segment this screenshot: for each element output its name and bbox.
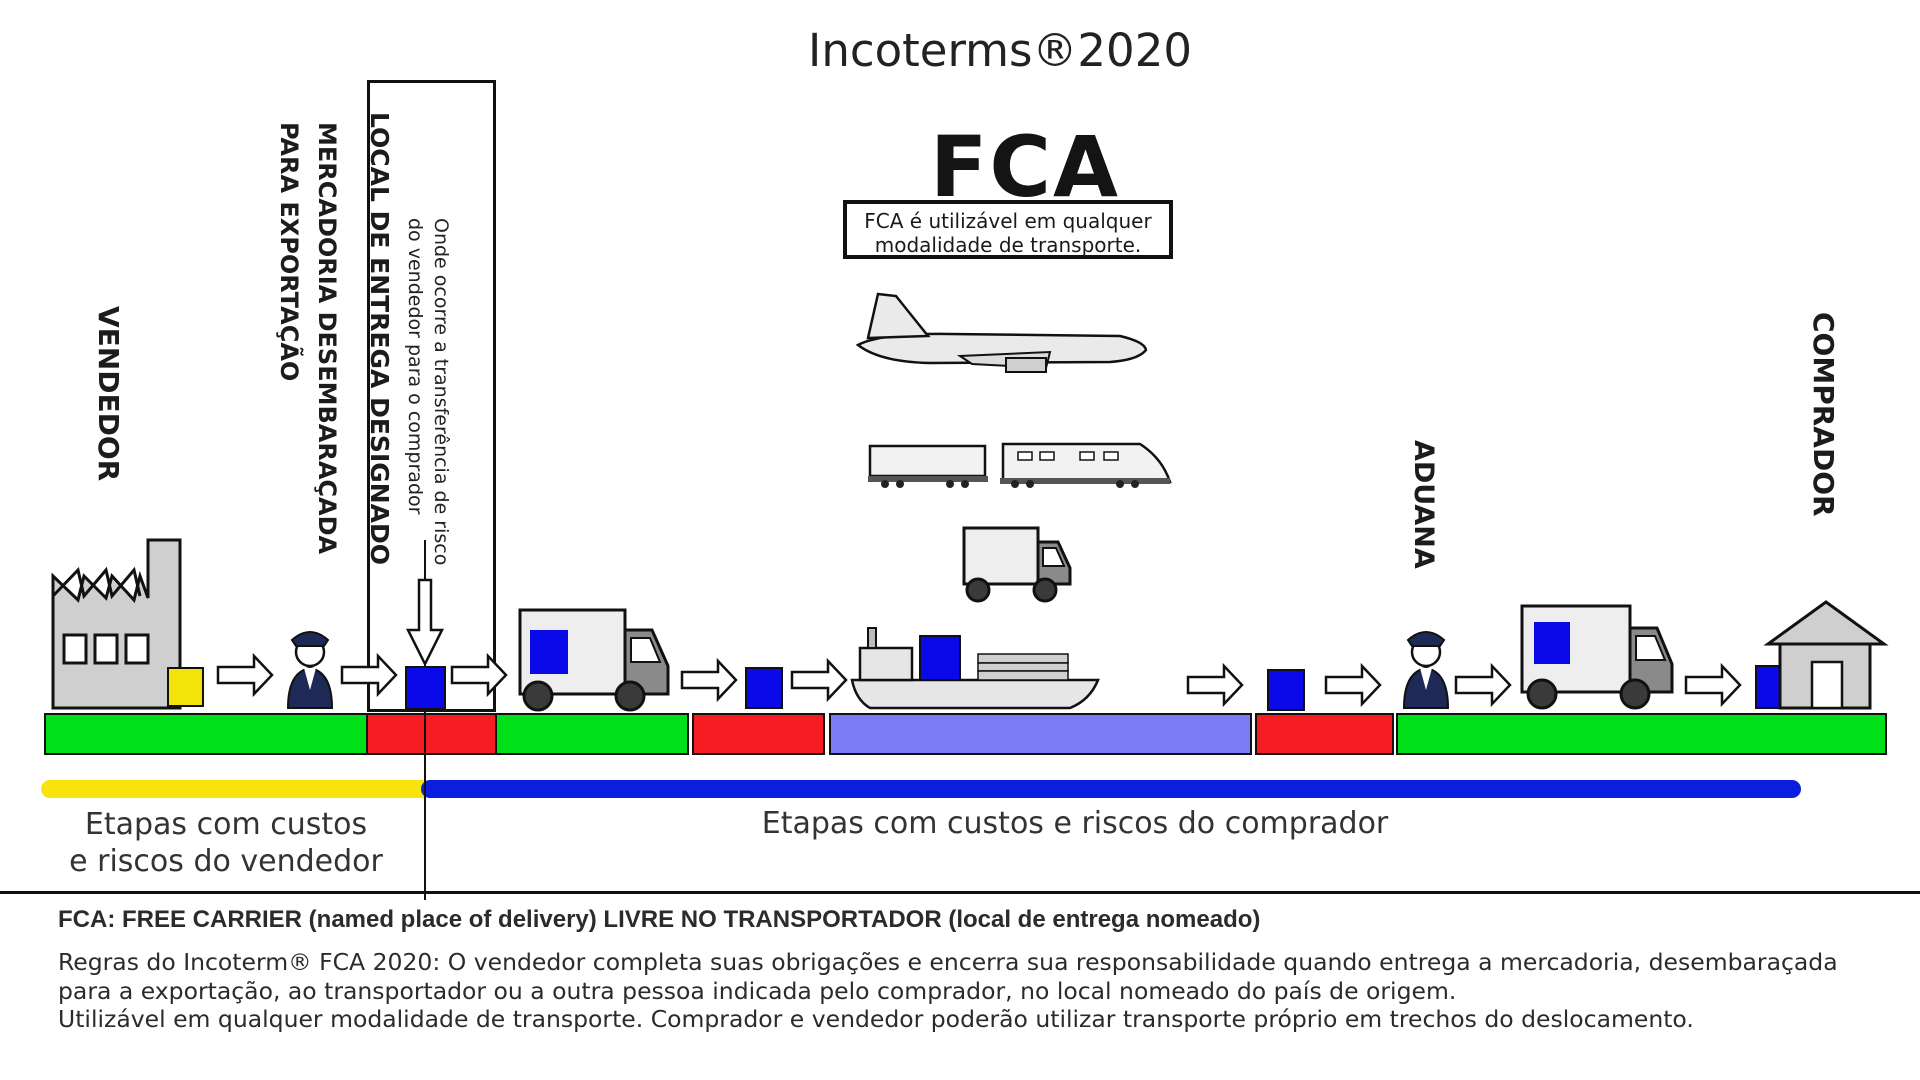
term-note-box: FCA é utilizável em qualquer modalidade …	[843, 200, 1173, 259]
arrow-right-icon	[680, 657, 738, 703]
footer-line-2: para a exportação, ao transportador ou a…	[58, 976, 1457, 1005]
customs-officer-icon	[1402, 631, 1450, 709]
footer-title: FCA: FREE CARRIER (named place of delive…	[58, 906, 1261, 933]
stage-bar-import-handling	[1255, 713, 1394, 755]
truck-icon	[1520, 604, 1674, 710]
export-cleared-label: MERCADORIA DESEMBARAÇADA PARA EXPORTAÇÃO	[270, 122, 346, 554]
arrow-right-icon	[1186, 662, 1244, 708]
arrow-down-icon	[405, 578, 445, 667]
risk-transfer-line-2: do vendedor para o comprador	[404, 218, 426, 515]
seller-label: VENDEDOR	[92, 306, 125, 482]
arrow-right-icon	[1684, 662, 1742, 708]
stage-bar-delivery-risk	[366, 713, 497, 755]
seller-caption-line-2: e riscos do vendedor	[69, 844, 383, 879]
ship-icon	[850, 627, 1100, 710]
cargo-box-icon	[919, 635, 961, 681]
house-icon	[1763, 600, 1889, 710]
cargo-box-icon	[530, 630, 568, 674]
seller-caption-line-1: Etapas com custos	[84, 807, 368, 842]
train-icon	[868, 442, 1172, 488]
arrow-right-icon	[1324, 662, 1382, 708]
arrow-right-icon	[1454, 662, 1512, 708]
buyer-stages-caption: Etapas com custos e riscos do comprador	[761, 806, 1389, 841]
term-note-line-2: modalidade de transporte.	[874, 233, 1142, 257]
export-cleared-line-2: PARA EXPORTAÇÃO	[275, 122, 303, 382]
footer-line-1: Regras do Incoterm® FCA 2020: O vendedor…	[58, 948, 1838, 976]
term-note-line-1: FCA é utilizável em qualquer	[864, 209, 1152, 233]
truck-icon	[518, 608, 670, 712]
seller-cargo-box	[167, 667, 204, 707]
delivery-place-label: LOCAL DE ENTREGA DESIGNADO	[365, 112, 394, 566]
cargo-box-icon	[405, 666, 446, 710]
cargo-box-icon	[1267, 669, 1305, 711]
truck-icon	[962, 526, 1072, 603]
footer-description: Regras do Incoterm® FCA 2020: O vendedor…	[58, 948, 1898, 1034]
footer-line-3: Utilizável em qualquer modalidade de tra…	[58, 1005, 1694, 1033]
page-title: Incoterms®2020	[808, 24, 1192, 77]
arrow-right-icon	[340, 652, 398, 698]
stage-bar-seller	[44, 713, 369, 755]
footer-divider	[0, 891, 1920, 894]
delivery-point-frame	[367, 80, 496, 712]
factory-icon	[51, 538, 182, 710]
customs-label: ADUANA	[1408, 440, 1439, 569]
arrow-right-icon	[450, 652, 508, 698]
arrow-right-icon	[216, 652, 274, 698]
risk-transfer-line-1: Onde ocorre a transferência de risco	[430, 218, 452, 566]
customs-officer-icon	[286, 631, 334, 709]
buyer-label: COMPRADOR	[1807, 312, 1840, 517]
stage-bar-main-transport	[829, 713, 1252, 755]
stage-bar-on-carriage	[1396, 713, 1887, 755]
seller-stages-caption: Etapas com custos e riscos do vendedor	[52, 806, 400, 880]
stage-bar-pre-carriage	[495, 713, 689, 755]
stage-bar-export-handling	[692, 713, 825, 755]
export-cleared-line-1: MERCADORIA DESEMBARAÇADA	[313, 122, 341, 555]
risk-transfer-note: Onde ocorre a transferência de risco do …	[402, 218, 454, 565]
cargo-box-icon	[745, 667, 783, 709]
airplane-icon	[855, 292, 1148, 373]
incoterm-code: FCA	[930, 118, 1121, 216]
cargo-box-icon	[1534, 622, 1570, 664]
arrow-right-icon	[790, 657, 848, 703]
